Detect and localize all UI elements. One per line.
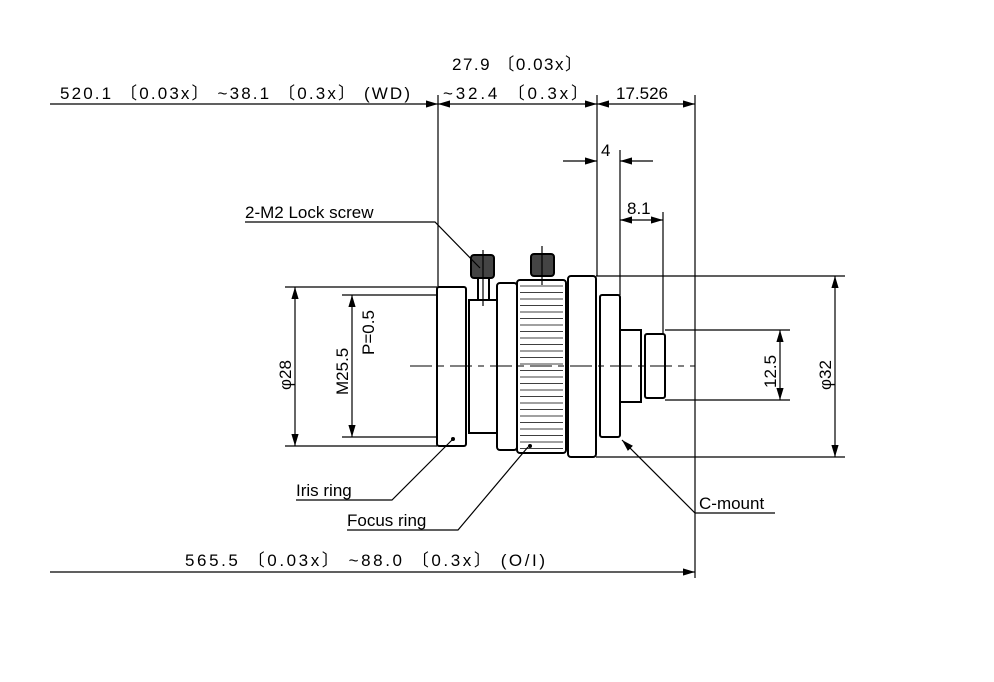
length-dimension-bottom: ~32.4 〔0.3x〕 xyxy=(443,84,588,103)
front-diameter-dimension: φ28 xyxy=(276,360,295,390)
body-diameter-dimension: φ32 xyxy=(816,360,835,390)
c-mount-callout: C-mount xyxy=(699,494,764,513)
focus-ring-callout: Focus ring xyxy=(347,511,426,530)
flange-width-dimension: 4 xyxy=(601,141,610,160)
leaders xyxy=(245,221,775,531)
filter-pitch-dimension: P=0.5 xyxy=(359,310,378,355)
lens-body xyxy=(410,246,695,458)
length-dimension-top: 27.9 〔0.03x〕 xyxy=(452,55,582,74)
dimension-lines xyxy=(50,100,839,576)
iris-ring-callout: Iris ring xyxy=(296,481,352,500)
wd-dimension: 520.1 〔0.03x〕 ~38.1 〔0.3x〕 (WD) xyxy=(60,84,410,103)
mount-thread-dimension: 12.5 xyxy=(761,355,780,388)
mount-length-dimension: 8.1 xyxy=(627,199,651,218)
oi-dimension: 565.5 〔0.03x〕 ~88.0 〔0.3x〕 (O/I) xyxy=(185,551,545,570)
focus-knurl xyxy=(520,285,563,449)
lock-screw-callout: 2-M2 Lock screw xyxy=(245,203,374,222)
filter-thread-dimension: M25.5 xyxy=(333,348,352,395)
extension-lines xyxy=(285,95,845,578)
flange-dimension: 17.526 xyxy=(616,84,668,103)
